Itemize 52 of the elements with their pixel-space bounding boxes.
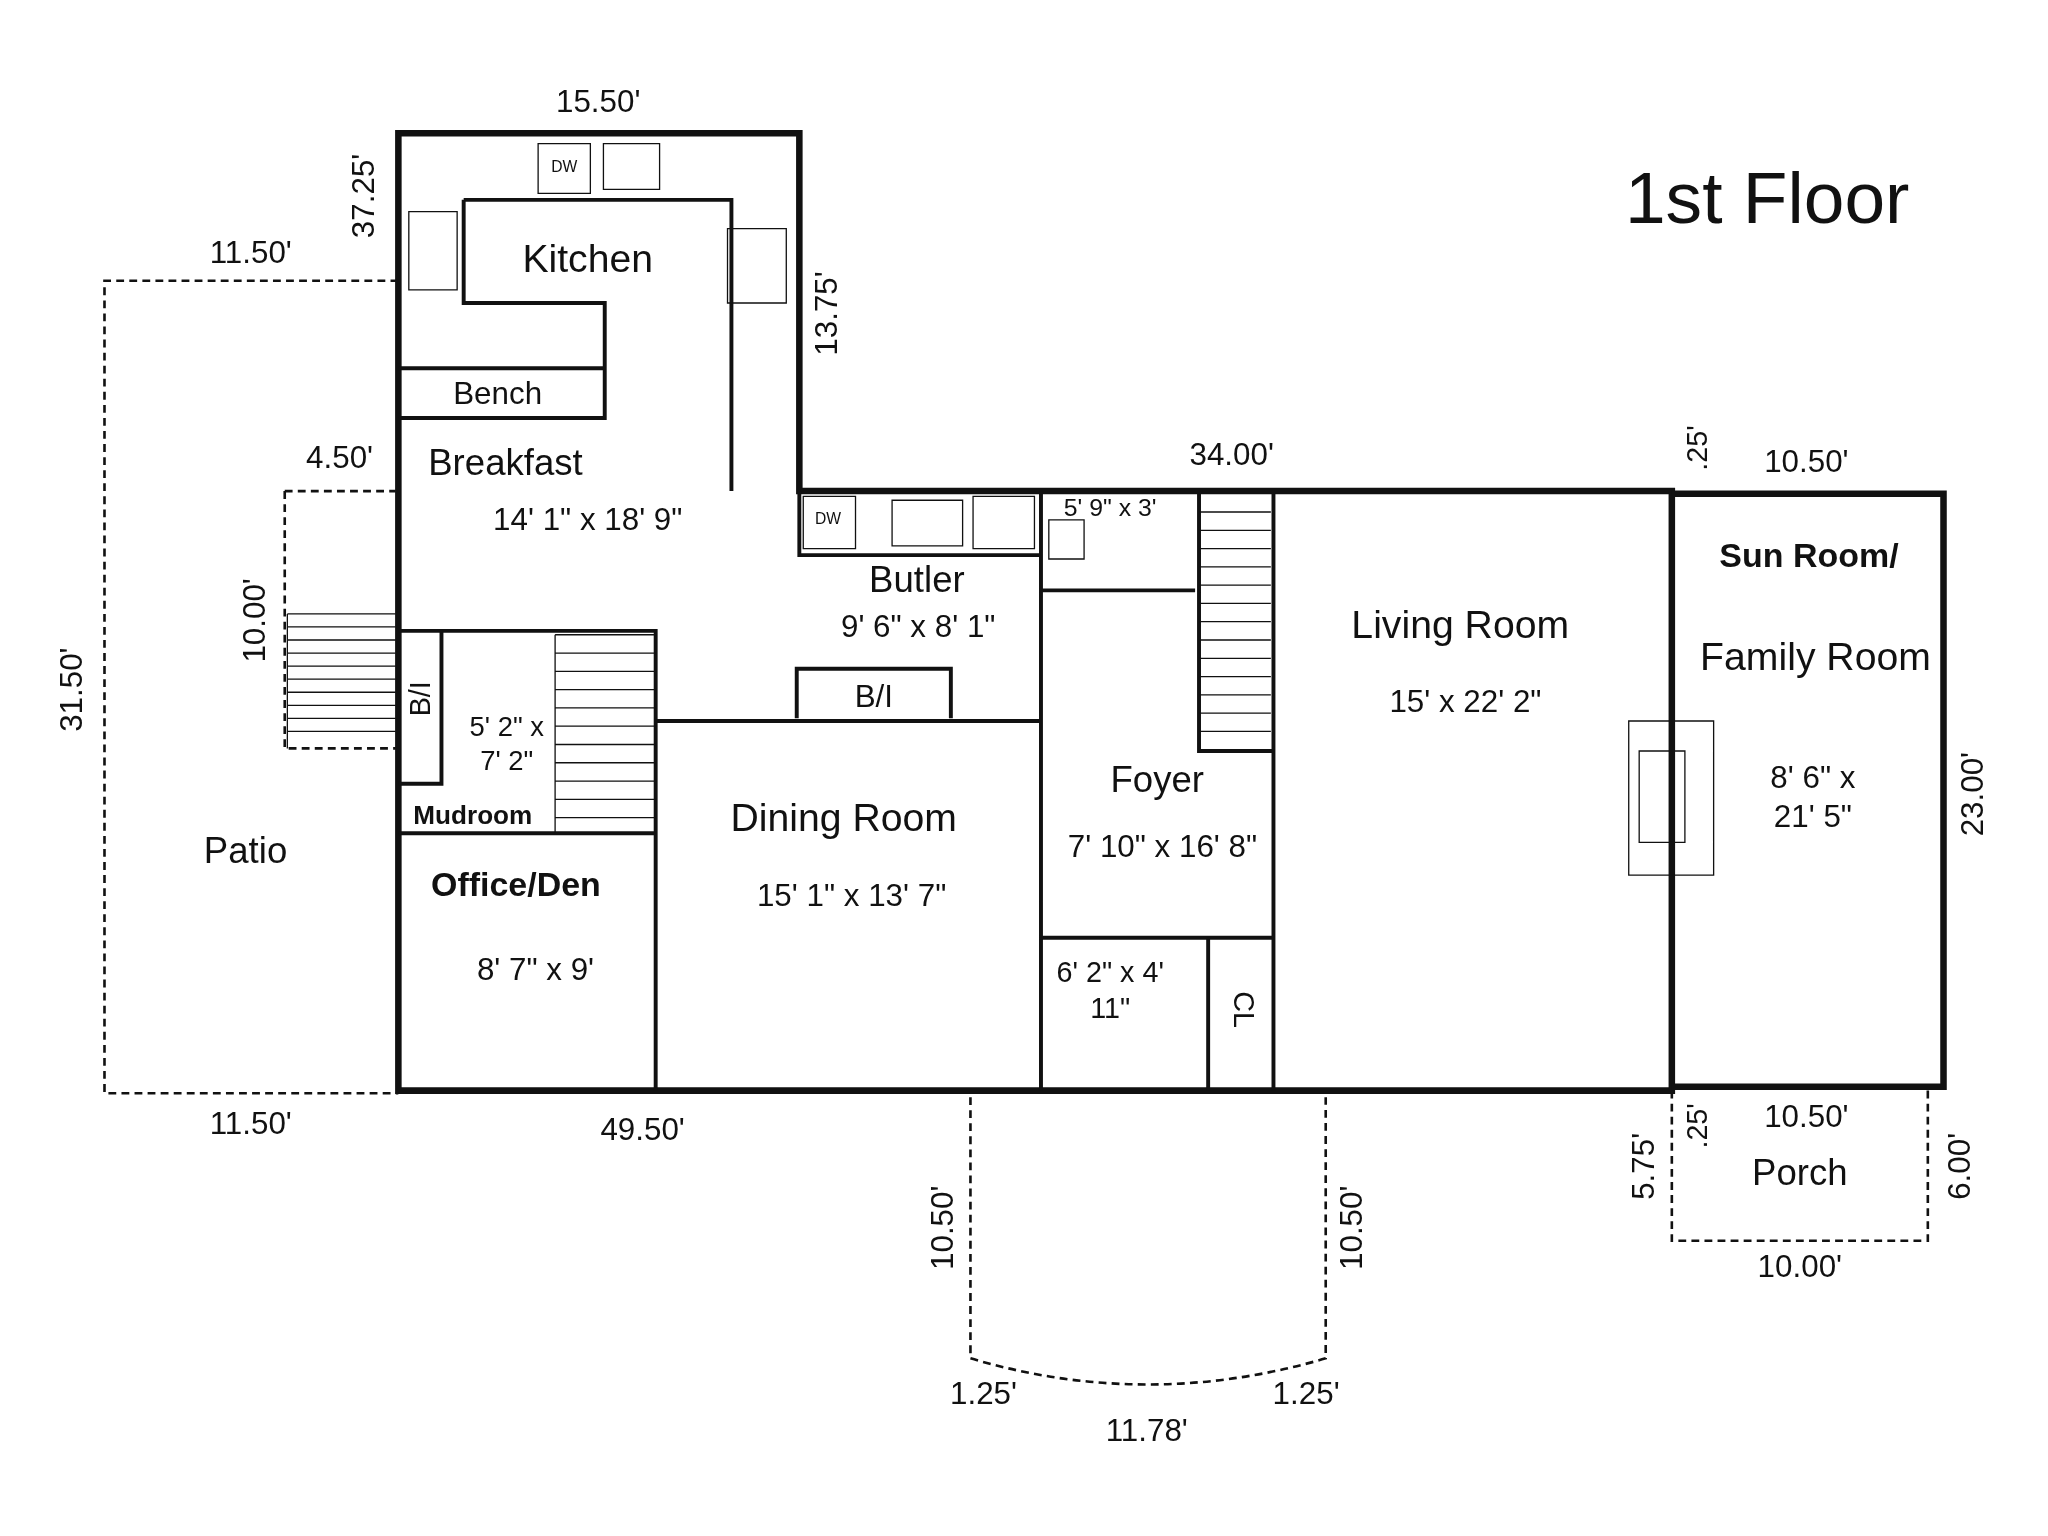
room-name: Butler	[869, 558, 965, 603]
dimension-label: 10.50'	[1764, 441, 1849, 481]
room-label: 8' 7" x 9'	[476, 949, 595, 989]
room-label: 5' 2" x 7' 2"	[468, 710, 545, 778]
room-label: Bench	[453, 373, 543, 413]
appliance-label: DW	[551, 157, 578, 177]
dimension-label: 11.78'	[1105, 1410, 1188, 1450]
dimension-label: 11.50'	[209, 232, 292, 272]
room-name: Breakfast	[428, 441, 583, 485]
room-label: Mudroom	[413, 799, 533, 831]
dimension-label: 5.75'	[1623, 1132, 1662, 1200]
room-label: 5' 9" x 3'	[1063, 492, 1157, 524]
room-label: 15' x 22' 2"	[1389, 682, 1542, 721]
room-label: 14' 1" x 18' 9"	[493, 500, 683, 539]
room-name: Dining Room	[730, 794, 957, 841]
room-label: 15' 1" x 13' 7"	[756, 876, 947, 915]
room-label: 8' 6" x 21' 5"	[1769, 757, 1857, 836]
dimension-label: 1.25'	[1272, 1374, 1340, 1413]
dimension-label: 1.25'	[950, 1374, 1017, 1413]
dimension-label: 23.00'	[1952, 751, 1991, 837]
dimension-label: 37.25'	[343, 153, 382, 239]
room-label: CL	[1226, 991, 1262, 1028]
room-name: Porch	[1752, 1151, 1848, 1196]
dimension-label: 31.50'	[52, 647, 90, 732]
dimension-label: 4.50'	[306, 437, 374, 477]
dimension-label: 49.50'	[600, 1110, 685, 1149]
title: 1st Floor	[1624, 155, 1910, 241]
appliance-label: DW	[815, 510, 842, 530]
dimension-label: 6.00'	[1939, 1132, 1978, 1200]
dimension-label: 13.75'	[807, 271, 845, 356]
dimension-label: .25'	[1680, 425, 1715, 471]
dimension-label: 11.50'	[209, 1104, 292, 1143]
room-name: Patio	[203, 829, 288, 873]
room-label: B/I	[854, 676, 893, 716]
room-label: 6' 2" x 4' 11"	[1055, 954, 1165, 1026]
room-name: Living Room	[1351, 601, 1570, 648]
room-label: 9' 6" x 8' 1"	[840, 607, 996, 646]
dimension-label: 10.50'	[1332, 1185, 1370, 1270]
room-name: Kitchen	[522, 235, 654, 282]
room-label: 7' 10" x 16' 8"	[1067, 827, 1258, 866]
room-label: Family Room	[1700, 634, 1931, 681]
dimension-label: 10.50'	[923, 1185, 961, 1270]
room-name: Foyer	[1110, 758, 1204, 802]
room-name: Office/Den	[431, 863, 601, 906]
dimension-label: .25'	[1680, 1103, 1715, 1149]
room-label: B/I	[402, 681, 438, 717]
dimension-label: 10.50'	[1764, 1097, 1849, 1136]
room-name: Sun Room/	[1719, 534, 1899, 577]
dimension-label: 10.00'	[1757, 1247, 1843, 1286]
dimension-label: 34.00'	[1189, 435, 1274, 474]
dimension-label: 15.50'	[556, 82, 641, 121]
dimension-label: 10.00'	[235, 578, 273, 663]
